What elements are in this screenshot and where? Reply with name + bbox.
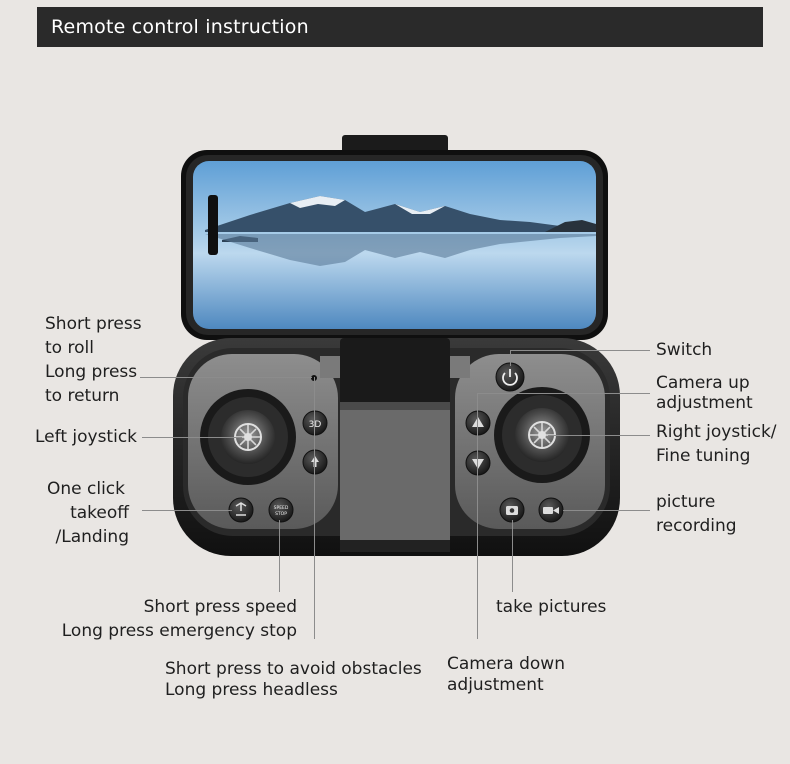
phone-holder: [340, 338, 450, 408]
label-switch: Switch: [656, 340, 713, 360]
label-takeoff-1: One click: [46, 479, 125, 499]
label-roll-1: Short press: [45, 314, 142, 334]
camera-up-button[interactable]: [465, 410, 491, 436]
leader-switch-v: [510, 350, 511, 366]
label-speed-1: Short press speed: [143, 597, 297, 617]
label-take-pictures: take pictures: [496, 597, 607, 617]
label-roll-2: to roll: [45, 338, 94, 358]
triangle-up-icon: [472, 417, 484, 427]
leader-left-joystick: [142, 437, 242, 438]
label-roll-3: Long press: [45, 362, 138, 382]
label-camera-up-1: Camera up: [656, 373, 750, 393]
leader-speed: [279, 520, 280, 592]
camera-down-button[interactable]: [465, 450, 491, 476]
leader-camera-up: [478, 393, 650, 394]
header-bar: Remote control instruction: [37, 7, 763, 47]
leader-recording: [563, 510, 650, 511]
take-picture-button[interactable]: [499, 497, 525, 523]
leader-obstacle-vertical: [314, 377, 315, 639]
svg-text:STOP: STOP: [275, 511, 287, 517]
label-left-joystick: Left joystick: [35, 427, 138, 447]
leader-right-joystick: [548, 435, 650, 436]
label-obstacle-2: Long press headless: [165, 680, 338, 700]
label-recording-2: recording: [656, 516, 737, 536]
takeoff-icon: [235, 502, 247, 516]
arrow-up-icon: [311, 456, 319, 467]
label-right-joystick-2: Fine tuning: [656, 446, 751, 466]
label-obstacle-1: Short press to avoid obstacles: [165, 659, 422, 679]
label-camera-down-2: adjustment: [447, 675, 544, 695]
roll-3d-button[interactable]: 3D: [302, 410, 328, 436]
speed-stop-button[interactable]: SPEED STOP: [268, 497, 294, 523]
power-switch-button[interactable]: [495, 362, 525, 392]
leader-camera-down: [477, 393, 478, 639]
power-icon: [502, 372, 518, 386]
label-camera-up-2: adjustment: [656, 393, 753, 413]
label-camera-down-1: Camera down: [447, 654, 565, 674]
label-roll-4: to return: [45, 386, 120, 406]
page-title: Remote control instruction: [51, 16, 309, 38]
label-recording-1: picture: [656, 492, 716, 512]
triangle-down-icon: [472, 459, 484, 469]
center-panel: [340, 402, 450, 552]
label-speed-2: Long press emergency stop: [61, 621, 297, 641]
video-icon: [543, 507, 553, 514]
label-takeoff-3: /Landing: [55, 527, 129, 547]
svg-text:3D: 3D: [309, 420, 322, 430]
obstacle-avoid-button[interactable]: [302, 449, 328, 475]
takeoff-landing-button[interactable]: [228, 497, 254, 523]
video-record-button[interactable]: [538, 497, 564, 523]
leader-roll: [140, 377, 312, 378]
svg-text:SPEED: SPEED: [274, 505, 289, 511]
label-right-joystick-1: Right joystick/: [656, 422, 777, 442]
leader-takeoff: [142, 510, 232, 511]
leader-switch-h: [510, 350, 650, 351]
leader-take-pictures: [512, 520, 513, 592]
label-takeoff-2: takeoff: [70, 503, 129, 523]
